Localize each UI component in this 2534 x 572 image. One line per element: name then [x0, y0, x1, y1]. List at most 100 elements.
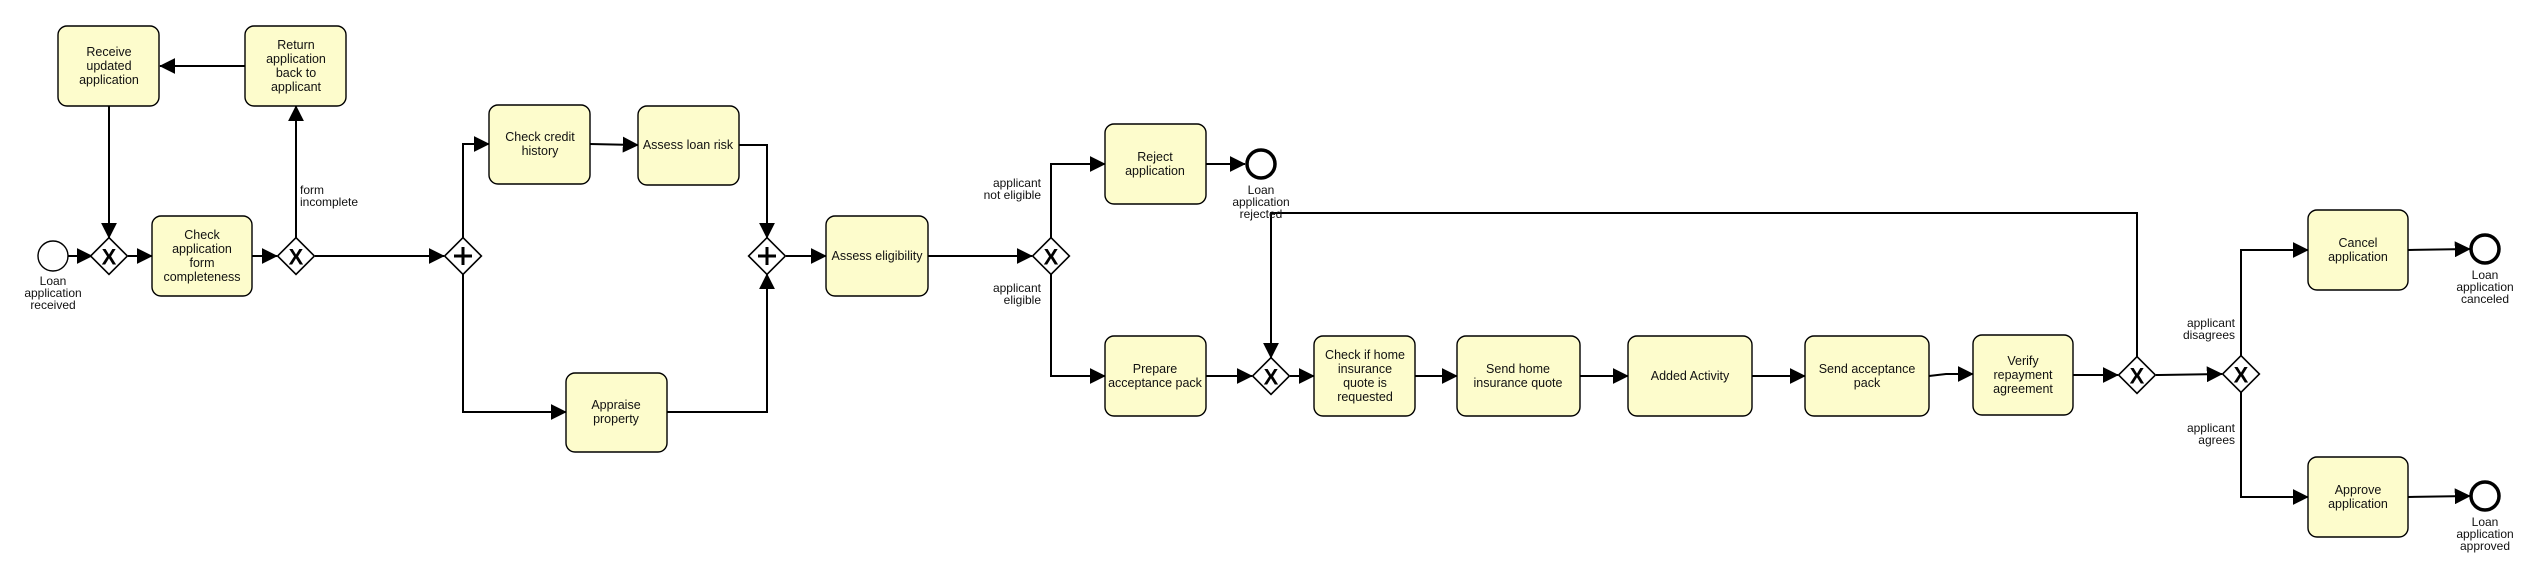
text-line: application: [2456, 527, 2513, 541]
gateway-plus-icon: [454, 247, 472, 265]
text-line: received: [30, 298, 75, 312]
text-line: pack: [1854, 376, 1881, 390]
task-assess-loan-risk[interactable]: Assess loan risk: [637, 105, 740, 186]
text-line: application: [172, 242, 232, 256]
text-line: repayment: [1993, 368, 2053, 382]
text-line: application: [79, 73, 139, 87]
text-line: eligible: [1004, 293, 1042, 307]
text-line: rejected: [1240, 207, 1283, 221]
text-line: acceptance pack: [1108, 376, 1203, 390]
text-line: Send acceptance: [1819, 362, 1916, 376]
text-line: insurance quote: [1474, 376, 1563, 390]
text-line: applicant: [271, 80, 322, 94]
flow-agrees: [2240, 392, 2309, 505]
text-line: canceled: [2461, 292, 2509, 306]
gateway-exclusive-eligibility[interactable]: X: [1031, 236, 1071, 276]
task-added-activity[interactable]: Added Activity: [1627, 335, 1753, 417]
gateway-exclusive-applicant-decision[interactable]: X: [2221, 354, 2261, 394]
gateway-x-icon: X: [2234, 363, 2249, 388]
task-assess-eligibility[interactable]: Assess eligibility: [825, 215, 929, 297]
gateway-exclusive-merge-start[interactable]: X: [89, 236, 129, 276]
flow-send-acceptance-to-verify: [1928, 366, 1974, 382]
end-event-loan-rejected[interactable]: [1245, 148, 1277, 180]
text-line: property: [593, 412, 640, 426]
gateway-exclusive-completeness[interactable]: X: [276, 236, 316, 276]
flow-appraise-to-join: [667, 273, 775, 413]
text-line: application: [266, 52, 326, 66]
flow-gateway-to-decision: [2155, 366, 2223, 383]
text-line: applicant: [993, 281, 1042, 295]
end-event-loan-canceled[interactable]: [2469, 233, 2501, 265]
text-line: Added Activity: [1651, 369, 1730, 383]
text-line: application: [2328, 250, 2388, 264]
flow-fork-to-appraise: [462, 274, 567, 420]
gateway-parallel-join[interactable]: [747, 236, 787, 276]
text-line: Check if home: [1325, 348, 1405, 362]
text-line: application: [2328, 497, 2388, 511]
text-line: history: [522, 144, 560, 158]
flow-loop-back: [1263, 212, 2138, 359]
flow-cancel-to-end: [2407, 241, 2471, 258]
text-line: application: [1232, 195, 1289, 209]
text-line: Receive: [86, 45, 131, 59]
text-line: form: [190, 256, 215, 270]
text-line: incomplete: [300, 195, 358, 209]
text-line: Loan: [2472, 515, 2499, 529]
text-line: approved: [2460, 539, 2510, 553]
gateway-exclusive-merge-insurance[interactable]: X: [1251, 356, 1291, 396]
gateway-x-icon: X: [1264, 365, 1279, 390]
start-event-loan-received[interactable]: [37, 240, 69, 272]
text-line: Loan: [40, 274, 67, 288]
text-line: Verify: [2007, 354, 2039, 368]
text-line: Cancel: [2339, 236, 2378, 250]
text-line: agrees: [2198, 433, 2235, 447]
text-line: form: [300, 183, 324, 197]
text-line: Loan: [1248, 183, 1275, 197]
text-line: updated: [86, 59, 131, 73]
flow-credit-to-risk: [589, 136, 639, 153]
text-line: back to: [276, 66, 316, 80]
text-line: not eligible: [984, 188, 1042, 202]
flow-approve-to-end: [2407, 488, 2471, 505]
text-line: quote is: [1343, 376, 1387, 390]
text-line: Check credit: [505, 130, 575, 144]
text-line: Assess eligibility: [831, 249, 923, 263]
gateway-x-icon: X: [289, 245, 304, 270]
gateway-x-icon: X: [102, 245, 117, 270]
gateway-parallel-fork[interactable]: [443, 236, 483, 276]
gateway-exclusive-verify[interactable]: X: [2117, 355, 2157, 395]
text-line: Send home: [1486, 362, 1550, 376]
end-event-loan-approved[interactable]: [2469, 480, 2501, 512]
text-line: Assess loan risk: [643, 138, 734, 152]
text-line: applicant: [2187, 316, 2236, 330]
text-line: application: [1125, 164, 1185, 178]
